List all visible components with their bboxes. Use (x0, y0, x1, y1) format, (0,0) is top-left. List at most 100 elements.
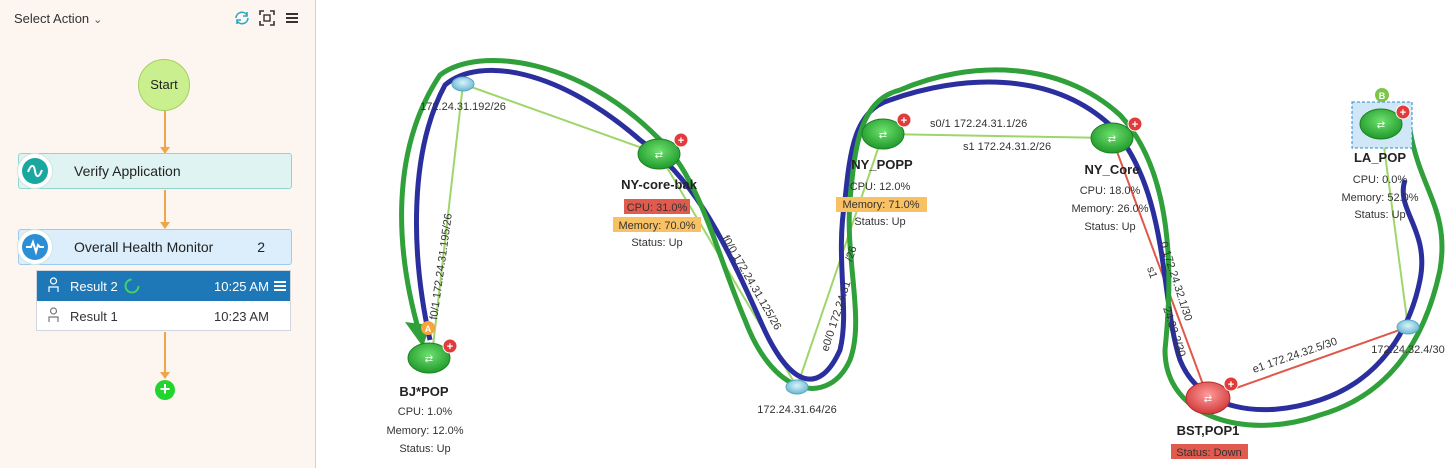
heartbeat-icon (22, 234, 48, 260)
start-node[interactable]: Start (138, 59, 190, 111)
device-memory: Memory: 52.0% (1341, 192, 1418, 204)
expand-plus-icon[interactable] (1223, 376, 1239, 392)
select-action-label: Select Action (14, 11, 90, 26)
device-memory: Memory: 71.0% (842, 199, 919, 211)
link-line[interactable] (882, 133, 1113, 139)
device-bst-pop1[interactable]: ⇄ + BST,POP1 Status: Down (1171, 376, 1248, 459)
device-ny-core[interactable]: ⇄ + NY_Core CPU: 18.0% Memory: 26.0% Sta… (1071, 116, 1149, 233)
subnet-hub[interactable]: 172.24.31.192/26 (420, 76, 506, 113)
device-cpu: CPU: 1.0% (398, 406, 453, 418)
wave-icon (22, 158, 48, 184)
device-status: Status: Up (631, 237, 682, 249)
step-verify-application[interactable]: Verify Application (17, 153, 292, 189)
device-status: Status: Up (399, 443, 450, 455)
subnet-label: 172.24.31.64/26 (757, 404, 837, 416)
menu-icon[interactable] (274, 280, 286, 292)
flow-toolbar: Select Action⌄ (0, 0, 316, 36)
svg-text:+: + (678, 135, 684, 147)
device-name: NY_POPP (851, 157, 913, 172)
link-line[interactable] (1380, 123, 1409, 328)
user-icon (48, 277, 59, 292)
status-down-badge (1171, 444, 1248, 459)
link-label: s0/1 172.24.31.1/26 (930, 118, 1027, 130)
svg-text:B: B (1379, 91, 1386, 101)
router-icon: ⇄ (425, 354, 433, 365)
fit-view-icon[interactable] (258, 9, 276, 27)
device-ny-core-bak[interactable]: ⇄ + NY-core-bak CPU: 31.0% Memory: 70.0%… (613, 132, 701, 249)
flow-connector (164, 332, 166, 378)
expand-plus-icon[interactable] (1395, 104, 1411, 120)
expand-plus-icon[interactable] (896, 112, 912, 128)
chevron-down-icon: ⌄ (93, 14, 103, 26)
arrow-down-icon (160, 147, 170, 154)
link-label: f0/1 172.24.31.195/26 (428, 213, 455, 321)
device-cpu: CPU: 12.0% (850, 181, 911, 193)
result-time: 10:25 AM (214, 279, 269, 294)
router-icon: ⇄ (1204, 394, 1212, 405)
svg-text:+: + (1132, 119, 1138, 131)
device-name: BJ*POP (399, 384, 448, 399)
flow-connector (164, 190, 166, 228)
svg-text:+: + (901, 115, 907, 127)
device-status: Status: Up (1084, 221, 1135, 233)
svg-text:+: + (1400, 107, 1406, 119)
topology-map[interactable]: 172.24.31.192/26 172.24.31.64/26 172.24.… (317, 0, 1453, 468)
device-bj-pop[interactable]: ⇄ + A BJ*POP CPU: 1.0% Memory: 12.0% Sta… (386, 321, 464, 455)
device-cpu: CPU: 0.0% (1353, 174, 1408, 186)
device-ny-popp[interactable]: ⇄ + NY_POPP CPU: 12.0% Memory: 71.0% Sta… (836, 112, 927, 228)
device-memory: Memory: 12.0% (386, 425, 463, 437)
expand-plus-icon[interactable] (1127, 116, 1143, 132)
cpu-alert-badge (624, 199, 690, 214)
device-status: Status: Up (854, 216, 905, 228)
memory-warning-badge (836, 197, 927, 212)
step-overall-health-monitor[interactable]: Overall Health Monitor 2 (17, 229, 292, 265)
subnet-label: 172.24.31.192/26 (420, 101, 506, 113)
flow-panel: Select Action⌄ Start Verify Application (0, 0, 316, 468)
step-icon-frame (17, 229, 53, 265)
path-marker-a-icon (421, 321, 435, 335)
device-status: Status: Down (1176, 447, 1241, 459)
result-count: 2 (257, 239, 265, 255)
step-label: Overall Health Monitor (74, 239, 214, 255)
router-icon: ⇄ (1377, 120, 1385, 131)
router-icon: ⇄ (655, 150, 663, 161)
refresh-icon[interactable] (233, 9, 251, 27)
svg-text:A: A (425, 324, 432, 334)
device-status: Status: Up (1354, 209, 1405, 221)
result-name: Result 2 (70, 279, 118, 294)
router-icon: ⇄ (1108, 134, 1116, 145)
device-memory: Memory: 70.0% (618, 220, 695, 232)
link-line-down[interactable] (1207, 326, 1409, 399)
menu-icon[interactable] (283, 9, 301, 27)
step-label: Verify Application (74, 163, 181, 179)
link-line[interactable] (462, 83, 660, 155)
results-list: Result 2 10:25 AM Result 1 10:23 AM (36, 270, 291, 331)
link-label: /26 (843, 245, 859, 263)
subnet-hub[interactable]: 172.24.31.64/26 (757, 379, 837, 416)
select-action-dropdown[interactable]: Select Action⌄ (14, 11, 102, 26)
result-item[interactable]: Result 1 10:23 AM (37, 301, 290, 331)
device-name: LA_POP (1354, 150, 1406, 165)
memory-warning-badge (613, 217, 701, 232)
device-cpu: CPU: 18.0% (1080, 185, 1141, 197)
link-line-down[interactable] (1111, 137, 1209, 399)
path-highlight-blue (414, 67, 1425, 413)
link-label: s1 172.24.31.2/26 (963, 141, 1051, 153)
subnet-label: 172.24.32.4/30 (1371, 344, 1444, 356)
arrow-down-icon (160, 222, 170, 229)
device-cpu: CPU: 31.0% (627, 202, 688, 214)
path-marker-b-icon (1375, 88, 1389, 102)
result-item-selected[interactable]: Result 2 10:25 AM (37, 271, 290, 301)
link-line[interactable] (431, 83, 464, 356)
link-label: e0/0 172.24.31 (819, 279, 853, 353)
expand-plus-icon[interactable] (673, 132, 689, 148)
device-name: BST,POP1 (1177, 423, 1240, 438)
flow-connector (164, 108, 166, 154)
device-name: NY_Core (1085, 162, 1140, 177)
expand-plus-icon[interactable] (442, 338, 458, 354)
device-name: NY-core-bak (621, 177, 698, 192)
device-la-pop[interactable]: ⇄ + B LA_POP CPU: 0.0% Memory: 52.0% Sta… (1341, 88, 1419, 221)
links (431, 83, 1409, 399)
subnet-hub[interactable]: 172.24.32.4/30 (1371, 319, 1445, 356)
add-step-button[interactable]: + (155, 380, 175, 400)
